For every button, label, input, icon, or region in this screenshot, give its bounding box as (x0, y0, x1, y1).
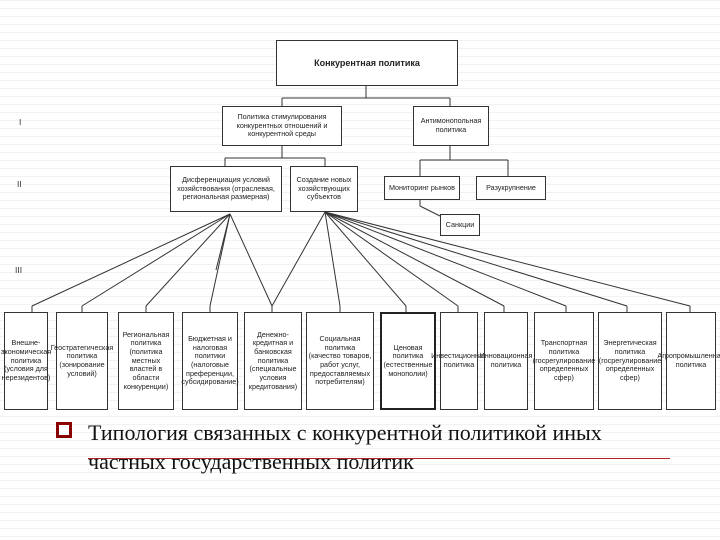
agroindustrial-policy-box: Агропромышленная политика (657, 312, 720, 410)
geostrategic-policy-box: Геостратегическая политика (зонирование … (51, 312, 113, 410)
deconcentration-box: Разукрупнение (476, 176, 546, 200)
transport-policy-box: Транспортная политика (госрегулирование … (533, 312, 595, 410)
sanctions-box: Санкции (440, 214, 480, 236)
root-box: Конкурентная политика (276, 40, 458, 86)
foreign-economic-policy-box: Внешне-экономическая политика (условия д… (1, 312, 51, 410)
square-bullet-icon (56, 422, 72, 438)
level-label-3: III (15, 266, 23, 275)
regional-policy-box: Региональная политика (политика местных … (118, 312, 174, 410)
monetary-credit-policy-box: Денежно-кредитная и банковская политика … (244, 312, 302, 410)
level-label-2: II (17, 180, 22, 189)
antimonopoly-policy-box: Антимонопольная политика (413, 106, 489, 146)
caption-text: Типология связанных с конкурентной полит… (88, 420, 602, 474)
innovation-policy-box: Инновационная политика (480, 312, 532, 410)
social-policy-box: Социальная политика (качество товаров, р… (306, 312, 374, 410)
caption-underline (88, 458, 670, 459)
level-label-1: I (19, 118, 22, 127)
budget-tax-policy-box: Бюджетная и налоговая политики (налоговы… (181, 312, 239, 410)
price-policy-box: Ценовая политика (естественные монополии… (380, 312, 436, 410)
new-entities-box: Создание новых хозяйствующих субъектов (290, 166, 358, 212)
stimulation-policy-box: Политика стимулирования конкурентных отн… (222, 106, 342, 146)
differentiation-box: Дисференциация условий хозяйствования (о… (170, 166, 282, 212)
investment-policy-box: Инвестиционная политика (431, 312, 487, 410)
market-monitoring-box: Мониторинг рынков (384, 176, 460, 200)
energy-policy-box: Энергетическая политика (госрегулировани… (598, 312, 662, 410)
connector-lines (31, 86, 691, 312)
